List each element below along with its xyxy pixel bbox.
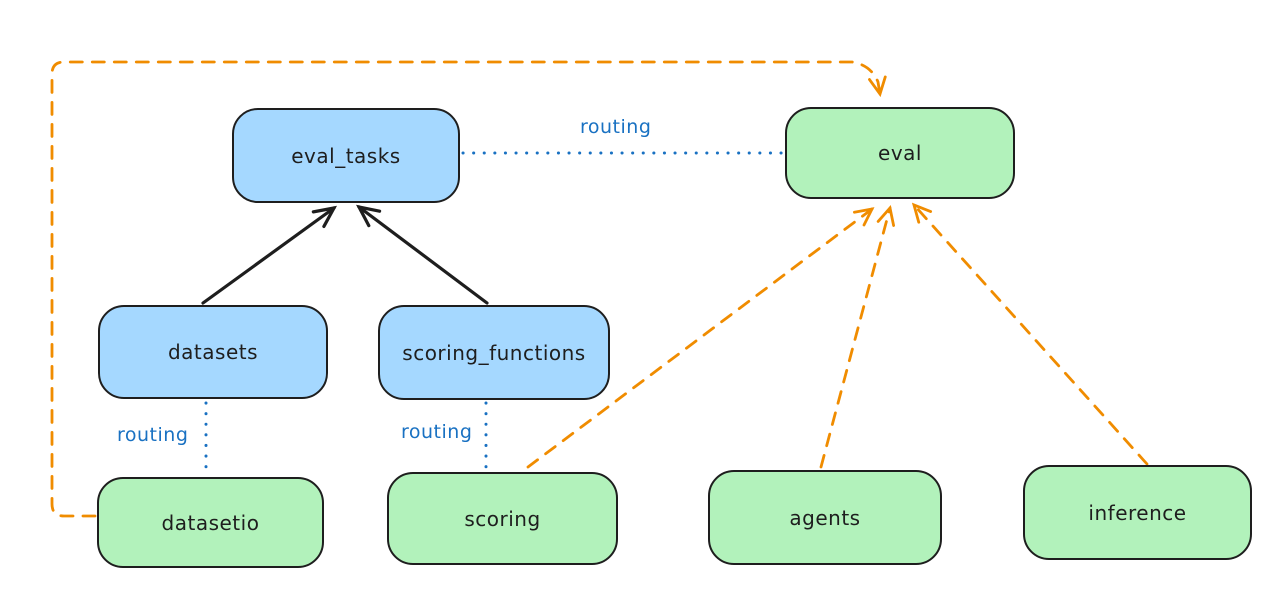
node-eval-tasks-label: eval_tasks xyxy=(291,143,401,168)
node-scoring-label: scoring xyxy=(464,506,541,531)
node-eval: eval xyxy=(785,107,1015,199)
node-scoring-functions: scoring_functions xyxy=(378,305,610,400)
edge-agents-to-eval xyxy=(819,204,896,469)
node-datasets-label: datasets xyxy=(167,340,259,364)
edge-inference-to-eval xyxy=(911,202,1149,466)
node-inference: inference xyxy=(1023,465,1252,560)
node-inference-label: inference xyxy=(1088,500,1187,525)
node-scoring: scoring xyxy=(387,472,618,565)
edge-datasets-to-eval-tasks xyxy=(201,205,338,305)
edge-label-routing-eval-tasks-eval: routing xyxy=(580,116,652,138)
edge-datasetio-to-eval xyxy=(50,60,887,518)
node-datasets: datasets xyxy=(98,305,328,399)
node-agents-label: agents xyxy=(789,505,861,530)
edge-scoring-to-eval xyxy=(526,207,875,469)
node-eval-tasks: eval_tasks xyxy=(232,108,460,203)
node-scoring-functions-label: scoring_functions xyxy=(402,340,586,365)
node-eval-label: eval xyxy=(878,141,922,165)
edge-scoring-functions-to-eval-tasks xyxy=(356,204,489,305)
node-datasetio-label: datasetio xyxy=(161,510,260,535)
edge-label-routing-scoring-functions-scoring: routing xyxy=(401,421,473,443)
edge-label-routing-datasets-datasetio: routing xyxy=(117,424,189,446)
node-agents: agents xyxy=(708,470,942,565)
node-datasetio: datasetio xyxy=(97,477,324,568)
